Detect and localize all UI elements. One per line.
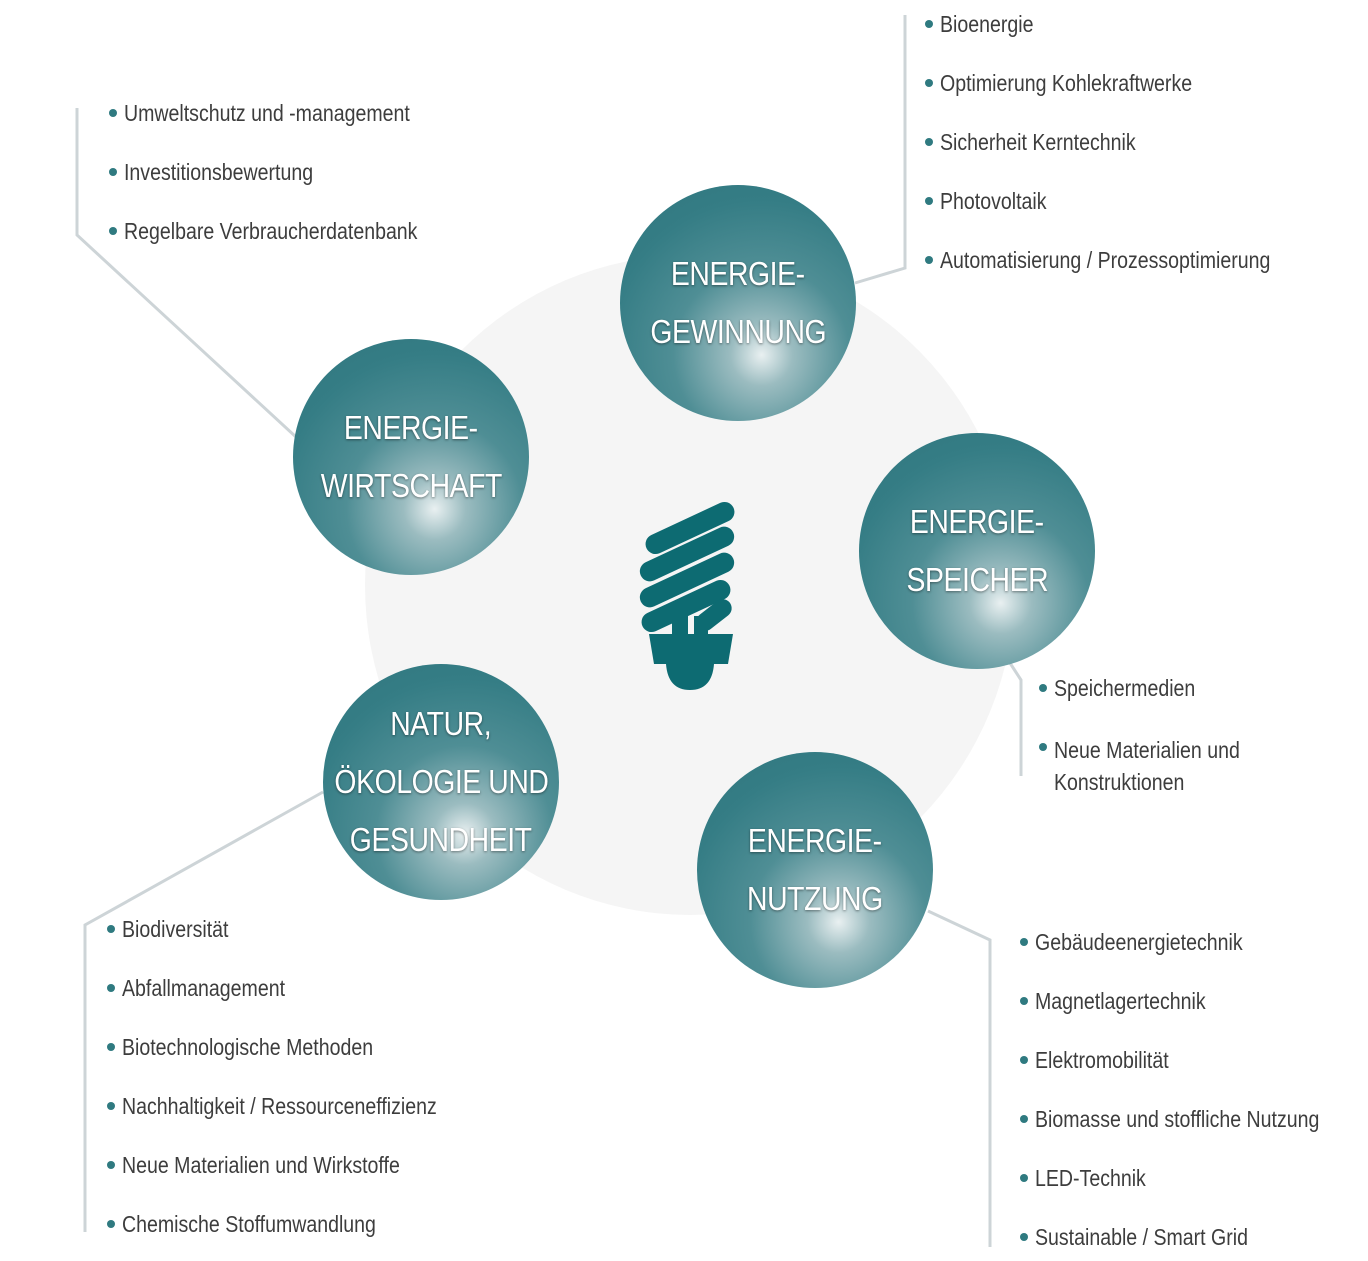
- topic-title-line: ENERGIE-: [344, 409, 478, 446]
- list-item-text: Gebäudeenergietechnik: [1035, 929, 1243, 955]
- list-item-text: Biotechnologische Methoden: [122, 1034, 374, 1060]
- bullet-icon: [109, 109, 117, 117]
- bullet-icon: [925, 256, 933, 264]
- list-item: Magnetlagertechnik: [1020, 988, 1368, 1047]
- list-item: Chemische Stoffumwandlung: [107, 1211, 492, 1261]
- list-item-text: Neue Materialien und Wirkstoffe: [122, 1152, 400, 1178]
- connector-wirtschaft: [75, 108, 298, 439]
- list-item-text: Optimierung Kohlekraftwerke: [940, 70, 1193, 96]
- topic-title-line: ENERGIE-: [748, 822, 882, 859]
- list-item: Sustainable / Smart Grid: [1020, 1224, 1368, 1261]
- topic-circle-energie-nutzung: ENERGIE- NUTZUNG: [697, 752, 933, 988]
- bullet-icon: [107, 984, 115, 992]
- list-item-text: Biodiversität: [122, 916, 229, 942]
- connector-natur: [83, 790, 324, 1232]
- list-item-text: Neue Materialien und Konstruktionen: [1054, 737, 1240, 795]
- list-item: Umweltschutz und -management: [109, 100, 469, 159]
- list-item-text: Sicherheit Kerntechnik: [940, 129, 1136, 155]
- bullet-icon: [107, 1220, 115, 1228]
- topic-circle-energie-wirtschaft: ENERGIE- WIRTSCHAFT: [293, 339, 529, 575]
- connector-gewinnung: [854, 15, 907, 285]
- bullet-icon: [109, 227, 117, 235]
- bullet-icon: [1020, 1174, 1028, 1182]
- list-item: Regelbare Verbraucherdatenbank: [109, 218, 469, 277]
- connector-speicher: [1008, 662, 1023, 776]
- list-item: Investitionsbewertung: [109, 159, 469, 218]
- list-item-text: Automatisierung / Prozessoptimierung: [940, 247, 1271, 273]
- bullet-icon: [1020, 997, 1028, 1005]
- list-item: Nachhaltigkeit / Ressourceneffizienz: [107, 1093, 492, 1152]
- list-item-text: Magnetlagertechnik: [1035, 988, 1206, 1014]
- list-item: Elektromobilität: [1020, 1047, 1368, 1106]
- bullet-icon: [107, 1102, 115, 1110]
- list-item-text: Sustainable / Smart Grid: [1035, 1224, 1248, 1250]
- list-item: Photovoltaik: [925, 188, 1329, 247]
- list-item-text: Abfallmanagement: [122, 975, 286, 1001]
- list-item: Bioenergie: [925, 11, 1329, 70]
- topic-title-line: ENERGIE-: [671, 255, 805, 292]
- list-item: Speichermedien: [1039, 675, 1284, 734]
- topic-title-line: NATUR,: [390, 705, 492, 742]
- bullet-icon: [925, 20, 933, 28]
- list-item: Automatisierung / Prozessoptimierung: [925, 247, 1329, 306]
- list-item: Neue Materialien und Konstruktionen: [1039, 734, 1284, 795]
- list-item-text: Nachhaltigkeit / Ressourceneffizienz: [122, 1093, 437, 1119]
- bullet-icon: [925, 79, 933, 87]
- bullet-icon: [1039, 684, 1047, 692]
- connector-nutzung: [927, 909, 992, 1247]
- topic-circle-energie-speicher: ENERGIE- SPEICHER: [859, 433, 1095, 669]
- topic-circle-energie-gewinnung: ENERGIE- GEWINNUNG: [620, 185, 856, 421]
- topic-title-line: SPEICHER: [906, 561, 1048, 598]
- topic-title-line: ÖKOLOGIE UND: [333, 763, 549, 800]
- list-item-text: Investitionsbewertung: [124, 159, 314, 185]
- bullet-icon: [925, 138, 933, 146]
- list-item-text: Bioenergie: [940, 11, 1034, 37]
- list-item: LED-Technik: [1020, 1165, 1368, 1224]
- list-item: Neue Materialien und Wirkstoffe: [107, 1152, 492, 1211]
- topic-title-line: WIRTSCHAFT: [320, 467, 502, 504]
- topic-title-line: ENERGIE-: [910, 503, 1044, 540]
- list-item: Biomasse und stoffliche Nutzung: [1020, 1106, 1368, 1165]
- topic-title-line: NUTZUNG: [747, 880, 883, 917]
- bullet-icon: [925, 197, 933, 205]
- bullet-icon: [1039, 743, 1047, 751]
- list-item-text: Biomasse und stoffliche Nutzung: [1035, 1106, 1320, 1132]
- bullet-icon: [1020, 1115, 1028, 1123]
- list-item: Biotechnologische Methoden: [107, 1034, 492, 1093]
- bullet-icon: [1020, 938, 1028, 946]
- list-item: Abfallmanagement: [107, 975, 492, 1034]
- list-item-text: LED-Technik: [1035, 1165, 1146, 1191]
- list-item-text: Chemische Stoffumwandlung: [122, 1211, 376, 1237]
- list-item: Sicherheit Kerntechnik: [925, 129, 1329, 188]
- list-item: Biodiversität: [107, 916, 492, 975]
- bullet-icon: [109, 168, 117, 176]
- topic-title-line: GEWINNUNG: [650, 313, 826, 350]
- list-item-text: Elektromobilität: [1035, 1047, 1169, 1073]
- list-item-text: Photovoltaik: [940, 188, 1047, 214]
- light-bulb-icon: [639, 501, 735, 690]
- bullet-icon: [1020, 1233, 1028, 1241]
- bullet-icon: [107, 925, 115, 933]
- list-item: Optimierung Kohlekraftwerke: [925, 70, 1329, 129]
- bullet-icon: [1020, 1056, 1028, 1064]
- list-item-text: Regelbare Verbraucherdatenbank: [124, 218, 418, 244]
- list-item: Gebäudeenergietechnik: [1020, 929, 1368, 988]
- bullet-icon: [107, 1043, 115, 1051]
- bullet-icon: [107, 1161, 115, 1169]
- list-item-text: Umweltschutz und -management: [124, 100, 410, 126]
- topic-circle-natur-oekologie-gesundheit: NATUR, ÖKOLOGIE UND GESUNDHEIT: [323, 664, 559, 900]
- list-item-text: Speichermedien: [1054, 675, 1196, 701]
- topic-title-line: GESUNDHEIT: [350, 821, 532, 858]
